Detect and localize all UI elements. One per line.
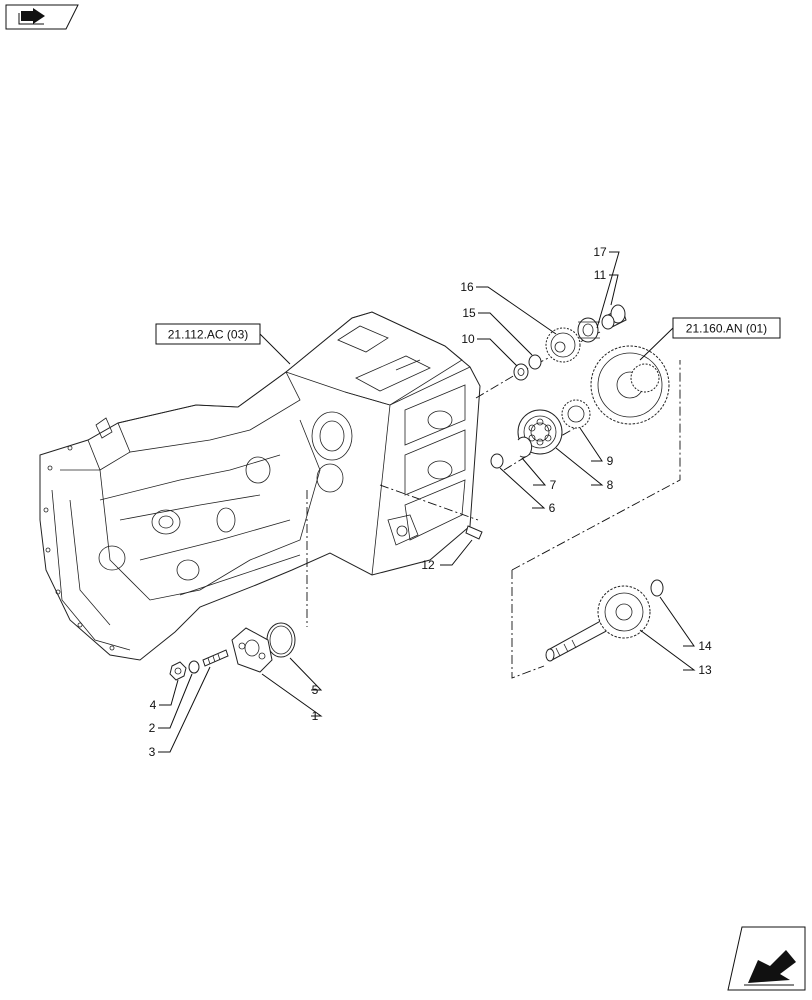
- callout-16[interactable]: 16: [460, 280, 474, 294]
- callout-10[interactable]: 10: [461, 332, 475, 346]
- cover-part-1: [231, 627, 273, 673]
- callout-8[interactable]: 8: [607, 478, 614, 492]
- gear-part-17: [577, 317, 600, 343]
- callout-9[interactable]: 9: [607, 454, 614, 468]
- leader-lines: [158, 251, 696, 753]
- callout-17[interactable]: 17: [593, 245, 607, 259]
- callout-4[interactable]: 4: [150, 698, 157, 712]
- callout-13[interactable]: 13: [698, 663, 712, 677]
- o-ring-part-5: [266, 622, 296, 658]
- assembly-axis-lines: [306, 331, 681, 679]
- pin-part-11: [601, 304, 627, 330]
- callout-6[interactable]: 6: [549, 501, 556, 515]
- gear-part-9: [561, 399, 591, 429]
- shaft-part-13: [545, 585, 651, 662]
- circlip-part-7: [517, 436, 533, 458]
- callout-11[interactable]: 11: [594, 268, 607, 282]
- callout-2[interactable]: 2: [149, 721, 156, 735]
- callout-14[interactable]: 14: [698, 639, 712, 653]
- callout-1[interactable]: 1: [312, 709, 319, 723]
- gear-part-16: [545, 327, 581, 363]
- callout-3[interactable]: 3: [149, 745, 156, 759]
- callout-7[interactable]: 7: [550, 478, 557, 492]
- circlip-part-15: [528, 354, 542, 370]
- callout-labels: 17 11 16 15 10 9 8 7 6 12 14 13 5 1 4 2 …: [149, 245, 712, 759]
- transmission-housing: [39, 311, 481, 661]
- callout-12[interactable]: 12: [421, 558, 435, 572]
- stud-part-3: [202, 649, 229, 667]
- next-page-arrow-icon[interactable]: [727, 926, 806, 991]
- reference-label: 21.112.AC (03): [168, 328, 249, 342]
- washer-part-2: [188, 660, 200, 674]
- callout-15[interactable]: 15: [462, 306, 476, 320]
- book-arrow-icon[interactable]: [5, 4, 79, 30]
- reference-label: 21.160.AN (01): [686, 322, 767, 336]
- reference-box-21-112-ac[interactable]: 21.112.AC (03): [155, 323, 291, 365]
- nut-part-4: [169, 661, 187, 681]
- callout-5[interactable]: 5: [312, 683, 319, 697]
- cluster-gear-assembly: [590, 345, 670, 425]
- washer-part-10: [513, 363, 529, 381]
- reference-box-21-160-an[interactable]: 21.160.AN (01): [639, 317, 781, 361]
- bolt-part-12: [465, 525, 483, 540]
- ring-part-6: [490, 453, 504, 469]
- circlip-part-14: [650, 579, 664, 597]
